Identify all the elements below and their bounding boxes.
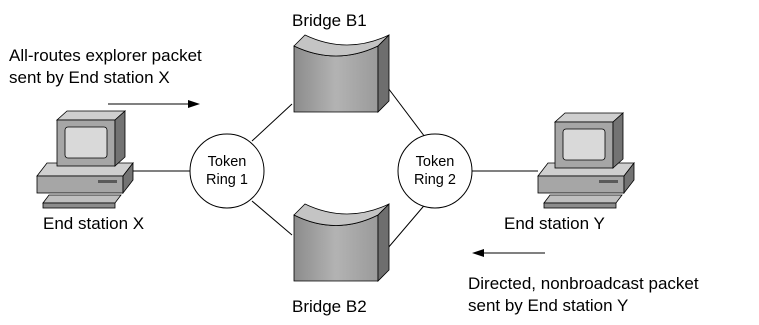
bridge-b1-icon (293, 34, 390, 113)
explorer-packet-label-line1: All-routes explorer packet (9, 46, 202, 65)
token-ring-2-line1: Token (415, 154, 455, 170)
token-ring-1 (189, 133, 265, 209)
link-b2-ring2 (381, 200, 429, 256)
token-ring-2 (397, 133, 473, 209)
explorer-arrow (108, 100, 200, 108)
explorer-packet-label-line2: sent by End station X (9, 68, 170, 87)
token-ring-1-line1: Token (207, 154, 247, 170)
token-ring-2-label: Token Ring 2 (405, 153, 465, 189)
token-ring-1-label: Token Ring 1 (197, 153, 257, 189)
end-station-x-icon (36, 110, 134, 209)
bridge-b2-label: Bridge B2 (292, 297, 367, 316)
end-station-y-icon (537, 112, 635, 209)
token-ring-1-line2: Ring 1 (206, 172, 248, 188)
bridge-b2-icon (293, 203, 390, 282)
token-ring-2-line2: Ring 2 (414, 172, 456, 188)
link-ring1-b2 (251, 200, 293, 236)
bridge-b1-label: Bridge B1 (292, 11, 367, 30)
directed-packet-label-line2: sent by End station Y (468, 296, 629, 315)
link-b1-ring2 (381, 79, 429, 142)
directed-arrow (472, 249, 545, 257)
end-station-y-label: End station Y (504, 214, 605, 233)
link-ring1-b1 (251, 103, 293, 142)
end-station-x-label: End station X (43, 214, 145, 233)
directed-packet-label-line1: Directed, nonbroadcast packet (468, 274, 699, 293)
